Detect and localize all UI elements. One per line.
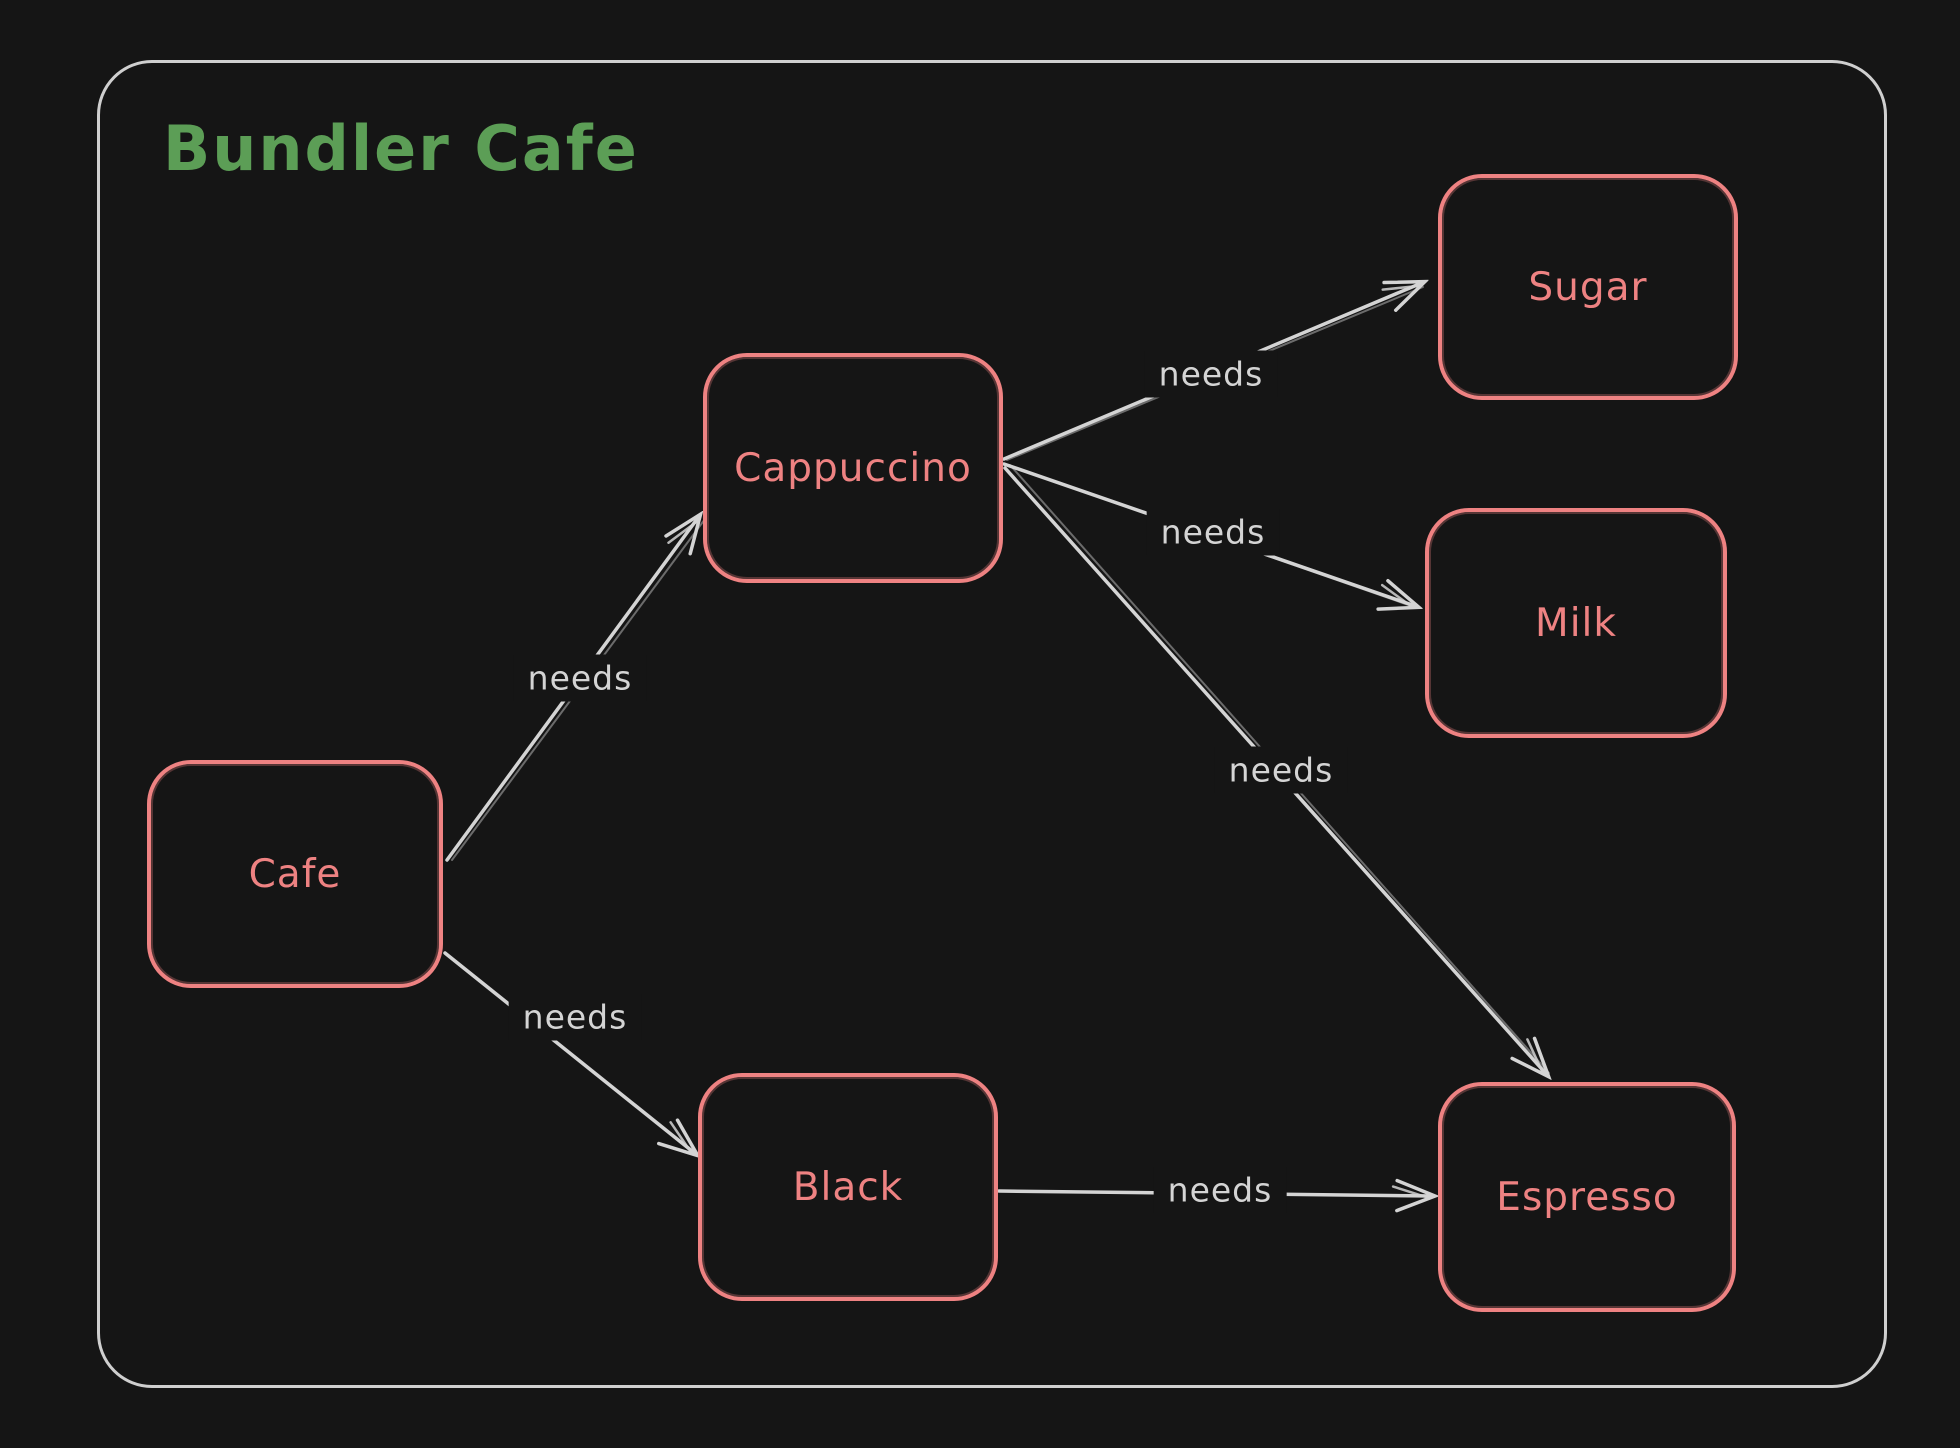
- edge-label-needs: needs: [1214, 746, 1348, 794]
- node-milk-label: Milk: [1535, 600, 1617, 646]
- canvas-frame: [97, 60, 1887, 1388]
- node-espresso-label: Espresso: [1496, 1174, 1678, 1220]
- node-black[interactable]: Black: [698, 1073, 998, 1301]
- node-cafe-label: Cafe: [248, 851, 342, 897]
- node-milk[interactable]: Milk: [1425, 508, 1727, 738]
- edge-label-needs: needs: [1146, 508, 1280, 556]
- node-cappuccino-label: Cappuccino: [734, 445, 972, 491]
- edge-label-needs: needs: [508, 993, 642, 1041]
- diagram-title[interactable]: Bundler Cafe: [163, 112, 639, 185]
- node-sugar-label: Sugar: [1528, 264, 1648, 310]
- edge-label-needs: needs: [513, 654, 647, 702]
- node-sugar[interactable]: Sugar: [1438, 174, 1738, 400]
- edge-label-needs: needs: [1153, 1166, 1287, 1214]
- edge-label-needs: needs: [1144, 350, 1278, 398]
- node-black-label: Black: [792, 1164, 904, 1210]
- edge-cafe-black[interactable]: [443, 951, 697, 1155]
- node-espresso[interactable]: Espresso: [1438, 1082, 1736, 1312]
- node-cafe[interactable]: Cafe: [147, 760, 443, 988]
- node-cappuccino[interactable]: Cappuccino: [703, 353, 1003, 583]
